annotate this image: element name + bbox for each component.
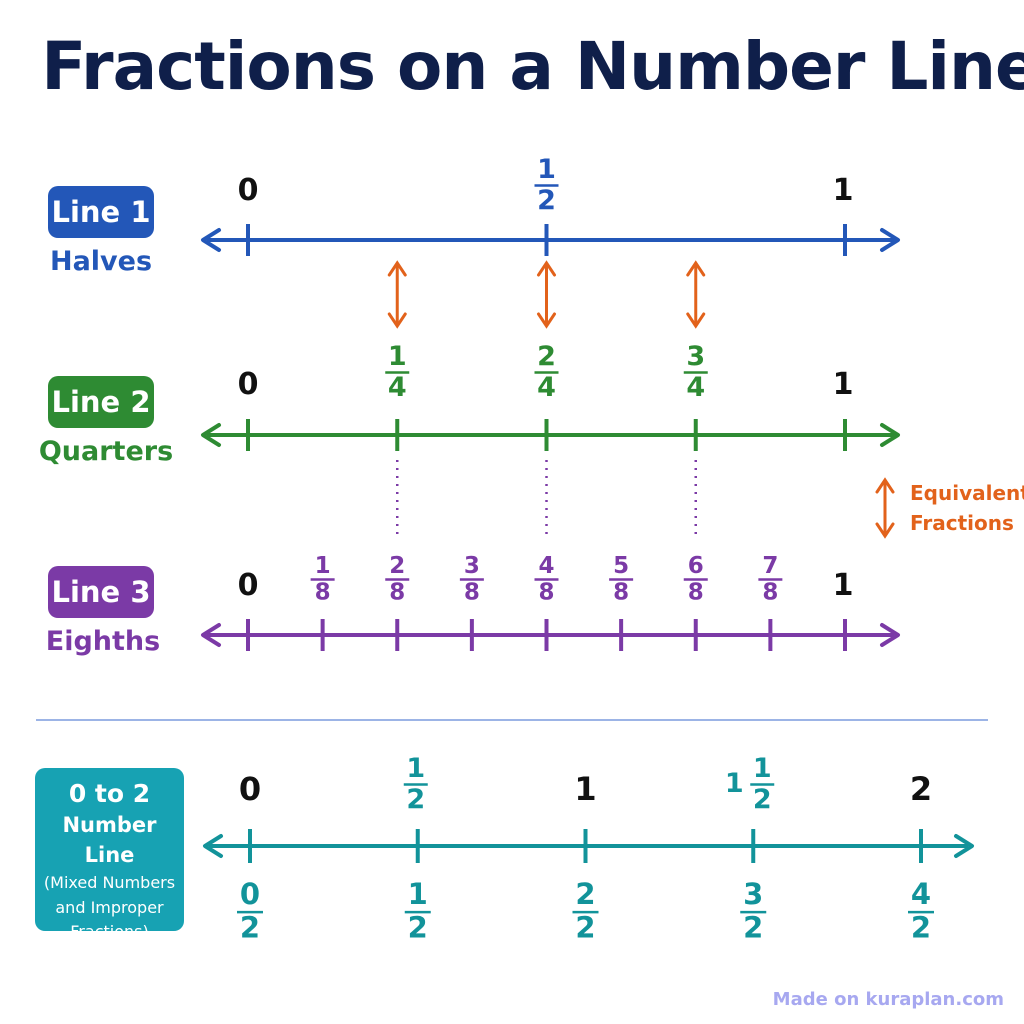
line-2-label-zero: 0 xyxy=(238,367,259,402)
line-3-right-arrow xyxy=(880,623,900,647)
line-2-frac-1-denominator: 4 xyxy=(388,372,407,403)
mixed-badge-note-1: (Mixed Numbers xyxy=(43,873,176,892)
line-3-frac-6-numerator: 6 xyxy=(688,553,704,579)
line-3-subtitle: Eighths xyxy=(45,626,161,657)
line-3-frac-1-denominator: 8 xyxy=(315,579,331,605)
line-1-right-arrow xyxy=(880,228,900,252)
mixed-mark-1-bottom-frac-denominator: 2 xyxy=(408,910,428,944)
mixed-mark-1-top-frac-numerator: 1 xyxy=(406,753,425,784)
mixed-mark-3-bottom-frac-numerator: 3 xyxy=(743,877,763,911)
mixed-line-right-arrow xyxy=(954,834,974,858)
mixed-mark-1-top-frac-denominator: 2 xyxy=(406,784,425,815)
line-2-frac-3-denominator: 4 xyxy=(686,372,705,403)
line-1-subtitle: Halves xyxy=(49,246,153,277)
mixed-mark-3-top-frac-numerator: 1 xyxy=(753,753,772,784)
line-1-badge: Line 1 xyxy=(48,186,154,238)
line-3-badge: Line 3 xyxy=(48,566,154,618)
mixed-line-left-arrow xyxy=(203,834,223,858)
mixed-mark-4-top-label: 2 xyxy=(910,770,932,808)
mixed-line-badge: 0 to 2 Number Line (Mixed Numbers and Im… xyxy=(35,768,184,941)
equivalent-arrow-2-head-top xyxy=(537,260,556,277)
line-2-frac-1-numerator: 1 xyxy=(388,341,407,372)
mixed-badge-title: 0 to 2 xyxy=(68,779,151,808)
line-3-frac-7-numerator: 7 xyxy=(762,553,778,579)
line-3-left-arrow xyxy=(201,623,221,647)
mixed-mark-4-bottom-frac-numerator: 4 xyxy=(911,877,931,911)
line-2-left-arrow xyxy=(201,423,221,447)
page-title: Fractions on a Number Line xyxy=(41,28,1024,105)
line-3-frac-5-numerator: 5 xyxy=(613,553,629,579)
line-2-right-arrow xyxy=(880,423,900,447)
line-2-label-one: 1 xyxy=(833,367,854,402)
line-3-frac-2-numerator: 2 xyxy=(389,553,405,579)
line-3-frac-7-denominator: 8 xyxy=(762,579,778,605)
mixed-mark-3-bottom-frac-denominator: 2 xyxy=(743,910,763,944)
mixed-mark-0-bottom-frac-numerator: 0 xyxy=(240,877,260,911)
mixed-mark-2-bottom-frac-numerator: 2 xyxy=(575,877,595,911)
mixed-mark-4-bottom-frac-denominator: 2 xyxy=(911,910,931,944)
mixed-mark-2-top-label: 1 xyxy=(574,770,596,808)
mixed-mark-2-bottom-frac-denominator: 2 xyxy=(575,910,595,944)
line-3-frac-4-numerator: 4 xyxy=(538,553,554,579)
mixed-mark-0-bottom-frac-denominator: 2 xyxy=(240,910,260,944)
mixed-mark-0-top-label: 0 xyxy=(239,770,261,808)
line-2-badge: Line 2 xyxy=(48,376,154,428)
equivalent-legend-line-1: Equivalent xyxy=(910,481,1024,505)
line-3-frac-5-denominator: 8 xyxy=(613,579,629,605)
line-3-label-one: 1 xyxy=(833,568,854,603)
equivalent-arrow-1-head-top xyxy=(387,260,407,277)
line-1-left-arrow xyxy=(201,228,221,252)
line-2-frac-2-denominator: 4 xyxy=(537,372,556,403)
mixed-mark-3-top-whole: 1 xyxy=(725,768,744,799)
equivalent-legend-arrow-head-top xyxy=(875,477,895,494)
line-3-frac-3-denominator: 8 xyxy=(464,579,480,605)
line-3-frac-4-denominator: 8 xyxy=(538,579,554,605)
mixed-mark-3-top-frac-denominator: 2 xyxy=(753,784,772,815)
equivalent-arrow-1-head-bottom xyxy=(387,312,407,329)
line-2-frac-2-numerator: 2 xyxy=(537,341,556,372)
mixed-badge-subtitle: Number Line xyxy=(62,813,157,867)
equivalent-legend-arrow-head-bottom xyxy=(875,522,895,539)
equivalent-arrow-2-head-bottom xyxy=(537,312,556,329)
line-1-frac-1-denominator: 2 xyxy=(537,185,556,216)
line-2-subtitle: Quarters xyxy=(38,436,174,467)
equivalent-legend-line-2: Fractions xyxy=(910,511,1014,535)
mixed-badge-note-3: Fractions) xyxy=(70,922,149,941)
line-3-frac-6-denominator: 8 xyxy=(688,579,704,605)
mixed-badge-note-2: and Improper xyxy=(55,898,164,917)
equivalent-arrow-3-head-bottom xyxy=(686,312,706,329)
line-1-label-one: 1 xyxy=(833,173,854,208)
watermark: Made on kuraplan.com xyxy=(772,989,1004,1010)
line-3-label-zero: 0 xyxy=(238,568,259,603)
line-1-frac-1-numerator: 1 xyxy=(537,154,556,185)
line-1-label-zero: 0 xyxy=(238,173,259,208)
line-3-frac-3-numerator: 3 xyxy=(464,553,480,579)
line-3-frac-2-denominator: 8 xyxy=(389,579,405,605)
equivalent-arrow-3-head-top xyxy=(686,260,706,277)
line-2-frac-3-numerator: 3 xyxy=(686,341,705,372)
line-3-frac-1-numerator: 1 xyxy=(315,553,331,579)
mixed-mark-1-bottom-frac-numerator: 1 xyxy=(408,877,428,911)
